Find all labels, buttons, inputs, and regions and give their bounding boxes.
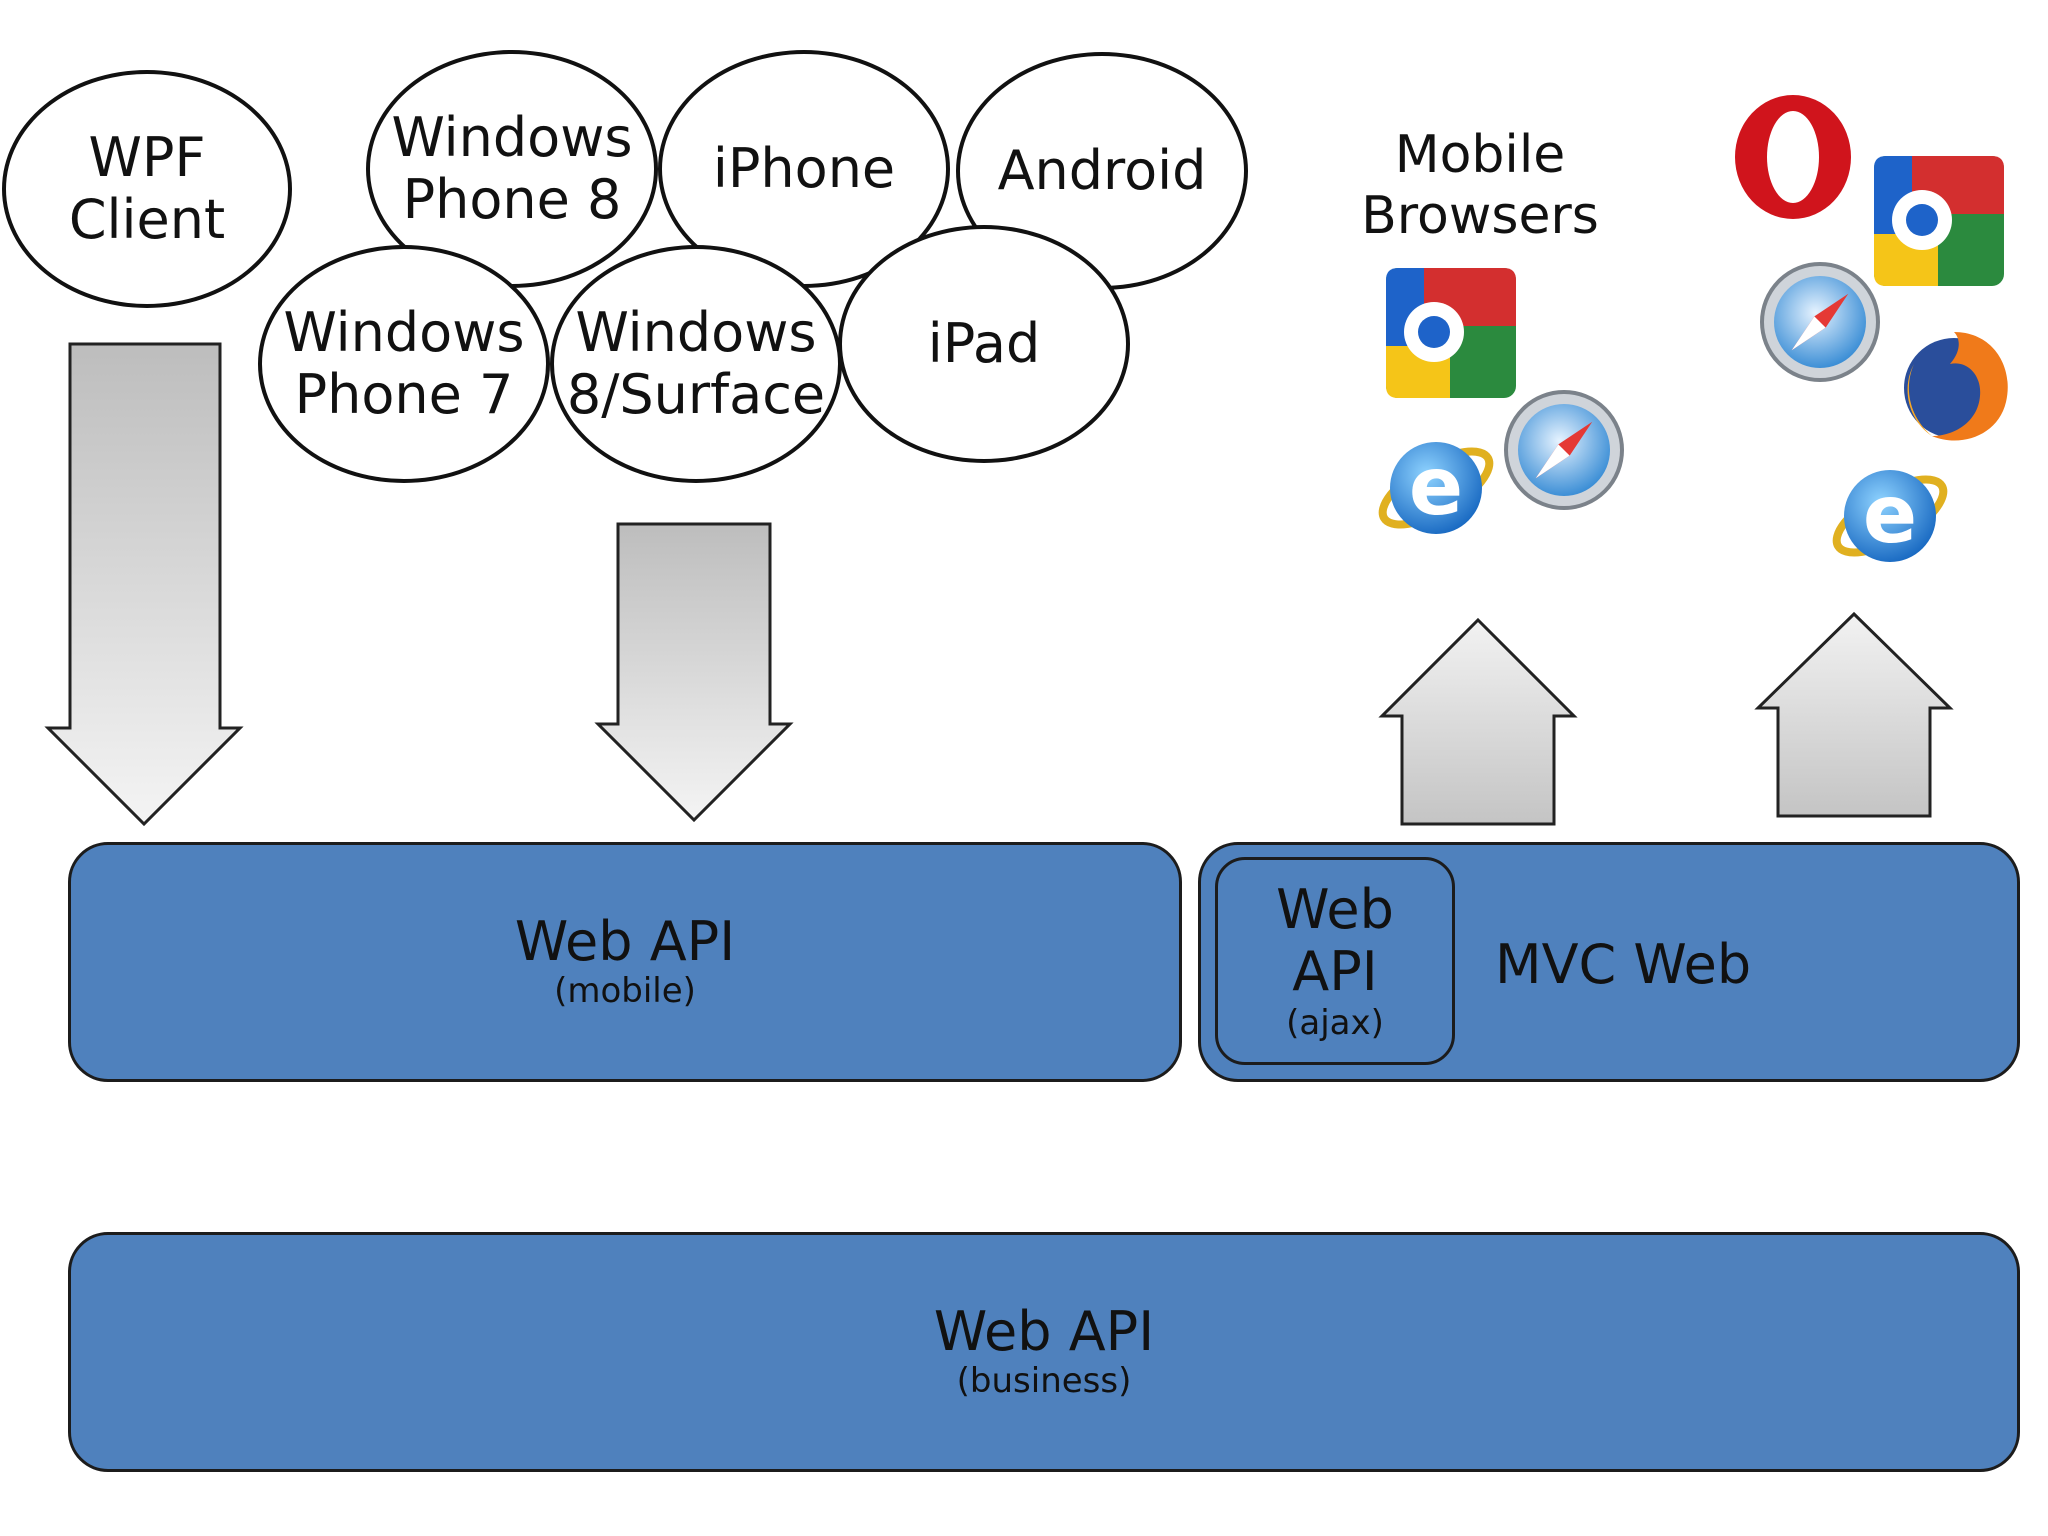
android-label: Android (997, 138, 1207, 202)
mvc-web-layer: Web API (ajax) MVC Web (1198, 842, 2020, 1082)
windows-8-surface-label: Windows 8/Surface (566, 300, 826, 426)
firefox-icon (1904, 332, 2008, 441)
wpf-client-node: WPF Client (2, 70, 292, 308)
web-api-ajax-title: Web API (1276, 877, 1394, 1003)
windows-phone-8-label: Windows Phone 8 (391, 105, 633, 231)
up-arrow-mobile-browsers (1378, 617, 1578, 826)
mvc-web-label: MVC Web (1495, 933, 1752, 996)
wpf-client-label: WPF Client (68, 125, 226, 251)
web-api-business-title: Web API (933, 1299, 1155, 1363)
google-icon (1386, 268, 1516, 398)
google-icon (1874, 156, 2004, 286)
windows-phone-7-label: Windows Phone 7 (283, 300, 525, 426)
safari-icon (1760, 262, 1880, 382)
down-arrow-devices (594, 522, 794, 823)
windows-8-surface-node: Windows 8/Surface (550, 245, 842, 483)
ipad-label: iPad (927, 311, 1041, 375)
ie-icon: e (1832, 468, 1948, 562)
down-arrow-wpf (44, 342, 244, 827)
ie-icon: e (1378, 440, 1494, 534)
safari-icon (1504, 390, 1624, 510)
web-api-ajax-box: Web API (ajax) (1215, 857, 1455, 1065)
web-api-business-subtitle: (business) (956, 1361, 1132, 1402)
windows-phone-7-node: Windows Phone 7 (258, 245, 550, 483)
web-api-mobile-layer: Web API (mobile) (68, 842, 1182, 1082)
web-api-ajax-subtitle: (ajax) (1286, 1002, 1384, 1043)
mobile-browsers-heading: Mobile Browsers (1361, 125, 1599, 247)
opera-icon (1735, 95, 1851, 219)
web-api-business-layer: Web API (business) (68, 1232, 2020, 1472)
svg-text:e: e (1863, 468, 1917, 561)
ipad-node: iPad (838, 225, 1130, 463)
web-api-mobile-subtitle: (mobile) (554, 971, 696, 1012)
iphone-label: iPhone (712, 136, 896, 200)
svg-text:e: e (1409, 440, 1463, 533)
web-api-mobile-title: Web API (514, 909, 736, 973)
up-arrow-desktop-browsers (1754, 611, 1954, 818)
